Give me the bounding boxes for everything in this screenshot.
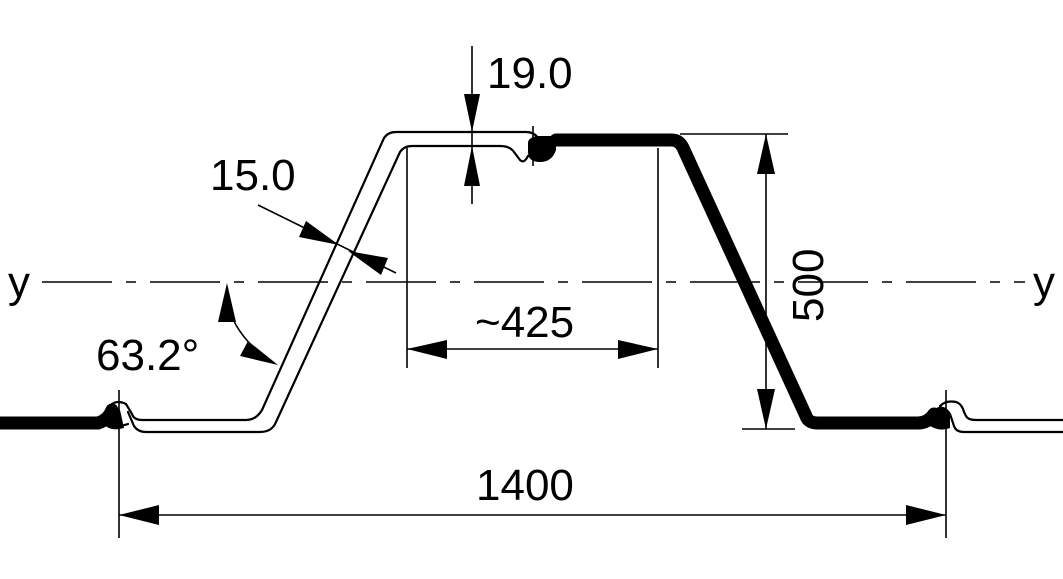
label-web-angle: 63.2°	[96, 331, 199, 380]
main-pile-outline	[107, 130, 546, 434]
dim-system-width	[118, 440, 947, 538]
dim-web-thickness	[257, 204, 397, 275]
label-web-thickness: 15.0	[210, 151, 296, 200]
label-flange-width: ~425	[475, 298, 574, 347]
left-neighbour-pile	[0, 403, 124, 430]
right-pile-solid	[528, 133, 950, 430]
interlock-center-marks	[118, 126, 947, 440]
dim-flange-width	[406, 148, 659, 368]
dim-height	[680, 133, 795, 430]
right-neighbour-pile	[938, 400, 1063, 434]
label-height: 500	[784, 249, 833, 322]
axis-label-left: y	[8, 258, 30, 307]
axis-label-right: y	[1033, 258, 1055, 307]
label-system-width: 1400	[476, 461, 574, 510]
label-flange-thickness: 19.0	[487, 49, 573, 98]
dim-flange-thickness	[464, 46, 480, 204]
dim-web-angle	[218, 283, 278, 365]
